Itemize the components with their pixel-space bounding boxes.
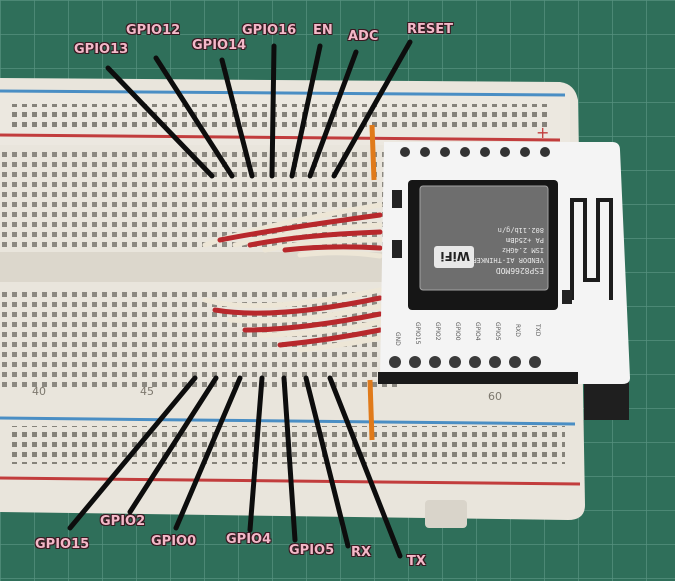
module-header-strip [378, 372, 578, 384]
smd-component-1 [392, 190, 402, 208]
leader-gpio15 [67, 375, 198, 531]
leader-lines [67, 39, 413, 559]
wires-bottom [202, 287, 383, 353]
label-rx: RX [351, 545, 372, 560]
pin-label-gpio4: GPIO4 [474, 322, 481, 341]
smd-component-3 [562, 290, 572, 304]
leader-rx [303, 375, 351, 549]
antenna-trace-icon [570, 198, 613, 300]
rail-minus-sign: - [548, 413, 554, 432]
pin-label-gpio2: GPIO2 [434, 322, 441, 341]
column-number-60: 60 [488, 390, 502, 403]
rail-red-line-top [0, 133, 561, 142]
wifi-logo-text: WiFi [440, 249, 470, 263]
shield-text-model: ESP8266MOD [496, 266, 544, 275]
leader-tx [327, 375, 403, 559]
pin-label-gpio0: GPIO0 [454, 322, 461, 341]
leader-gpio14 [219, 57, 255, 179]
pin-label-rxd: RXD [514, 324, 521, 337]
wifi-logo-badge [434, 246, 474, 268]
label-gpio4: GPIO4 [226, 532, 272, 547]
leader-reset [331, 39, 413, 179]
label-gpio14: GPIO14 [192, 38, 247, 53]
breadboard: 40 45 60 + - [0, 78, 585, 528]
leader-en [289, 43, 323, 179]
module-bottom-pins [389, 356, 541, 368]
pin-label-txd: TXD [534, 323, 541, 337]
module-shadow [584, 380, 629, 420]
pin-label-gnd: GND [394, 332, 401, 346]
label-gpio2: GPIO2 [100, 514, 146, 529]
leader-gpio4 [247, 375, 265, 533]
rail-blue-line-top [0, 89, 566, 97]
shield-text-vendor: VENDOR AI-THINKER [472, 256, 544, 264]
label-adc: ADC [348, 29, 379, 44]
orange-jumper-top [369, 124, 377, 181]
label-en: EN [313, 23, 333, 38]
wires-top [202, 202, 383, 259]
shield-text-ism: ISM 2.4GHz [502, 246, 544, 254]
pin-label-gpio15: GPIO15 [414, 322, 421, 345]
leader-gpio13 [105, 65, 215, 179]
module-top-pins [400, 147, 550, 157]
label-gpio0: GPIO0 [151, 534, 197, 549]
label-gpio12: GPIO12 [126, 23, 181, 38]
column-number-45: 45 [140, 385, 154, 398]
leader-gpio16 [269, 43, 277, 179]
shield-text-80211: 802.11b/g/n [498, 226, 544, 234]
label-reset: RESET [407, 22, 454, 37]
smd-component-2 [392, 240, 402, 258]
label-gpio13: GPIO13 [74, 42, 129, 57]
breadboard-tab [425, 500, 467, 528]
shield-text-pa: PA +25dBm [506, 236, 544, 244]
leader-gpio5 [281, 375, 298, 543]
pin-label-gpio5: GPIO5 [494, 322, 501, 341]
label-gpio5: GPIO5 [289, 543, 335, 558]
label-gpio16: GPIO16 [242, 23, 297, 38]
label-gpio15: GPIO15 [35, 537, 90, 552]
leader-gpio12 [153, 55, 235, 179]
leader-adc [307, 49, 359, 179]
rail-plus-sign: + [536, 123, 549, 142]
label-tx: TX [407, 554, 426, 569]
leader-gpio2 [127, 375, 219, 515]
top-rail-holes [10, 104, 550, 128]
column-number-40: 40 [32, 385, 46, 398]
esp8266-module: ESP8266MOD VENDOR AI-THINKER ISM 2.4GHz … [378, 142, 630, 420]
leader-gpio0 [173, 375, 243, 531]
orange-jumper-bottom [367, 379, 375, 441]
